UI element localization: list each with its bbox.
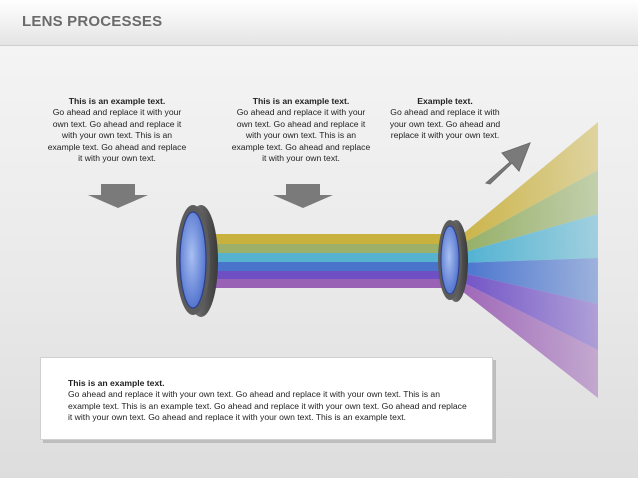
bottom-text-body: Go ahead and replace it with your own te… (68, 389, 467, 423)
bottom-text-box (40, 357, 493, 440)
fan-beam-green (458, 170, 598, 254)
beam-purple (212, 279, 444, 288)
beam-green (212, 244, 444, 253)
beam-yellow (212, 234, 444, 244)
bottom-text: This is an example text. Go ahead and re… (68, 378, 468, 424)
page-title: LENS PROCESSES (22, 13, 163, 30)
bottom-text-heading: This is an example text. (68, 378, 165, 388)
header-bar: LENS PROCESSES (0, 0, 638, 46)
text-block-3: Example text. Go ahead and replace it wi… (385, 96, 505, 142)
text-block-heading: This is an example text. (252, 96, 350, 106)
right-lens (438, 220, 468, 302)
beam-cyan (212, 253, 444, 262)
fan-beam-indigo (458, 272, 598, 350)
text-block-body: Go ahead and replace it with your own te… (47, 107, 187, 164)
parallel-beams (212, 234, 444, 288)
text-block-heading: Example text. (417, 96, 473, 106)
text-block-body: Go ahead and replace it with your own te… (389, 107, 501, 141)
down-arrow-2 (273, 184, 333, 208)
fan-beam-purple (458, 280, 598, 398)
fan-beam-blue (458, 258, 598, 304)
text-block-heading: This is an example text. (68, 96, 166, 106)
text-block-body: Go ahead and replace it with your own te… (231, 107, 371, 164)
fan-beam-cyan (458, 214, 598, 263)
left-lens (176, 205, 218, 317)
text-block-1: This is an example text. Go ahead and re… (47, 96, 187, 164)
beam-indigo (212, 271, 444, 279)
fan-beam-yellow (458, 122, 598, 246)
text-block-2: This is an example text. Go ahead and re… (231, 96, 371, 164)
fan-beams (458, 122, 598, 398)
down-arrow-1 (88, 184, 148, 208)
diagonal-arrow (484, 142, 531, 185)
beam-blue (212, 262, 444, 271)
